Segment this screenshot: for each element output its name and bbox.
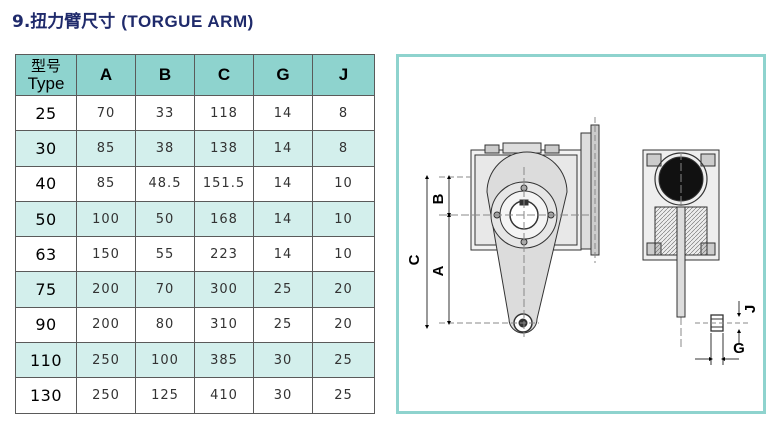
title-chinese: 扭力臂尺寸 (30, 12, 116, 32)
value-cell: 250 (76, 342, 136, 379)
value-cell: 55 (135, 236, 195, 273)
value-cell: 8 (312, 130, 375, 167)
type-header-en: Type (27, 74, 65, 93)
torque-arm-table: 型号 Type A B C G J 25 70 33 118 14 8 30 8… (15, 54, 375, 414)
value-cell: 118 (194, 94, 254, 132)
type-cell: 110 (15, 342, 77, 379)
table-row: 40 85 48.5 151.5 14 10 (15, 165, 375, 202)
value-cell: 20 (312, 271, 375, 308)
technical-drawing: C B A (406, 117, 759, 365)
type-cell: 130 (15, 377, 77, 414)
value-cell: 20 (312, 306, 375, 344)
value-cell: 85 (76, 165, 136, 202)
value-cell: 168 (194, 200, 254, 238)
table-row: 63 150 55 223 14 10 (15, 236, 375, 273)
value-cell: 85 (76, 130, 136, 167)
table-row: 130 250 125 410 30 25 (15, 377, 375, 414)
value-cell: 25 (312, 342, 375, 379)
value-cell: 38 (135, 130, 195, 167)
table-header-row: 型号 Type A B C G J (15, 54, 375, 96)
value-cell: 14 (253, 200, 313, 238)
side-view (642, 149, 749, 347)
torque-arm-diagram: C B A (396, 54, 766, 414)
value-cell: 25 (253, 306, 313, 344)
value-cell: 30 (253, 377, 313, 414)
table-row: 90 200 80 310 25 20 (15, 306, 375, 344)
value-cell: 70 (76, 94, 136, 132)
type-cell: 40 (15, 165, 77, 202)
value-cell: 410 (194, 377, 254, 414)
value-cell: 14 (253, 130, 313, 167)
dimension-label-j: J (742, 305, 759, 313)
type-cell: 30 (15, 130, 77, 167)
value-cell: 14 (253, 236, 313, 273)
arm-side-plate (676, 206, 686, 318)
type-cell: 50 (15, 200, 77, 238)
value-cell: 70 (135, 271, 195, 308)
column-header-b: B (135, 54, 195, 96)
column-header-c: C (194, 54, 254, 96)
value-cell: 385 (194, 342, 254, 379)
type-cell: 25 (15, 94, 77, 132)
value-cell: 8 (312, 94, 375, 132)
value-cell: 125 (135, 377, 195, 414)
value-cell: 151.5 (194, 165, 254, 202)
front-view (439, 117, 600, 337)
type-cell: 75 (15, 271, 77, 308)
column-header-j: J (312, 54, 375, 96)
value-cell: 300 (194, 271, 254, 308)
bolt-boss (484, 144, 500, 154)
value-cell: 150 (76, 236, 136, 273)
bolt-boss (544, 144, 560, 154)
dimension-label-g: G (733, 340, 745, 357)
value-cell: 30 (253, 342, 313, 379)
column-header-a: A (76, 54, 136, 96)
table-row: 75 200 70 300 25 20 (15, 271, 375, 308)
type-header: 型号 Type (15, 54, 77, 96)
top-cover (502, 142, 542, 154)
value-cell: 25 (253, 271, 313, 308)
front-dimensions (425, 175, 451, 329)
table-row: 30 85 38 138 14 8 (15, 130, 375, 167)
value-cell: 10 (312, 200, 375, 238)
value-cell: 14 (253, 165, 313, 202)
column-header-g: G (253, 54, 313, 96)
value-cell: 200 (76, 306, 136, 344)
value-cell: 138 (194, 130, 254, 167)
dimension-label-a: A (430, 265, 447, 276)
value-cell: 310 (194, 306, 254, 344)
value-cell: 14 (253, 94, 313, 132)
table-row: 50 100 50 168 14 10 (15, 200, 375, 238)
side-dimensions (695, 301, 741, 365)
side-flange (580, 132, 592, 250)
value-cell: 33 (135, 94, 195, 132)
dimension-label-b: B (430, 193, 447, 204)
type-cell: 63 (15, 236, 77, 273)
value-cell: 223 (194, 236, 254, 273)
value-cell: 50 (135, 200, 195, 238)
value-cell: 48.5 (135, 165, 195, 202)
value-cell: 100 (76, 200, 136, 238)
value-cell: 100 (135, 342, 195, 379)
page-title: 9.扭力臂尺寸 (TORGUE ARM) (12, 7, 254, 32)
dimension-label-c: C (406, 254, 423, 265)
title-number: 9. (12, 12, 31, 32)
table-row: 110 250 100 385 30 25 (15, 342, 375, 379)
value-cell: 200 (76, 271, 136, 308)
table-row: 25 70 33 118 14 8 (15, 94, 375, 132)
value-cell: 80 (135, 306, 195, 344)
type-header-cn: 型号 (30, 58, 61, 75)
value-cell: 25 (312, 377, 375, 414)
title-english: (TORGUE ARM) (121, 12, 254, 31)
type-cell: 90 (15, 306, 77, 344)
value-cell: 10 (312, 165, 375, 202)
value-cell: 10 (312, 236, 375, 273)
value-cell: 250 (76, 377, 136, 414)
